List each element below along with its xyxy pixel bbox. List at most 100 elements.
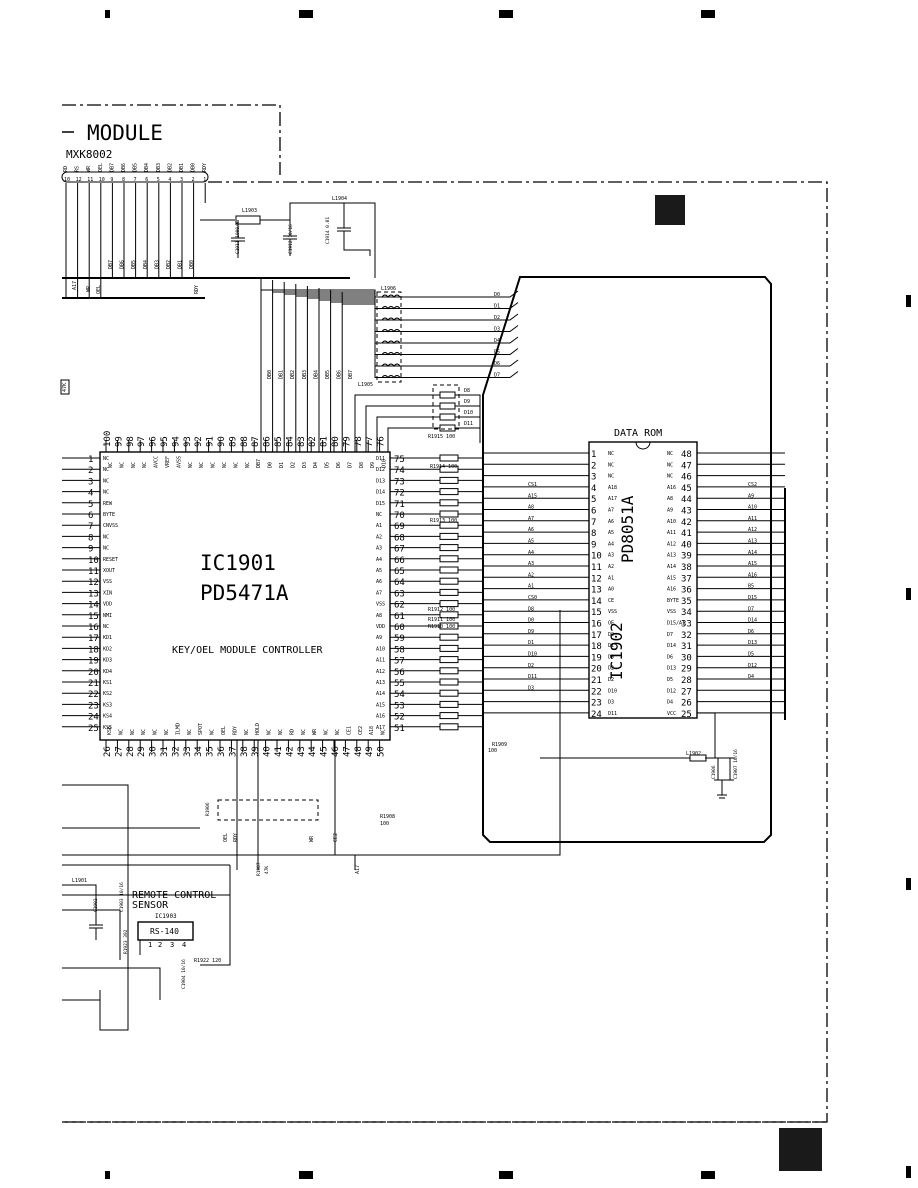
ic1902-left-name: A2 — [608, 564, 614, 570]
ic1901-right-name: A8 — [376, 613, 382, 619]
ic1901-top-name: DB7 — [256, 459, 262, 468]
ic1901-right-pin: 70 — [394, 511, 405, 521]
ic1901-right-pin: 59 — [394, 634, 405, 644]
remote-pin4: 4 — [182, 941, 186, 949]
ic1902-right-name: VCC — [667, 711, 676, 717]
ic1901-right-name: A17 — [376, 725, 385, 731]
ic1901-left-name: KS3 — [103, 702, 112, 708]
connector-pin-number: 11 — [87, 177, 93, 183]
bus-label-lower: DB5 — [325, 370, 331, 379]
ic1901-top-name: NC — [188, 462, 194, 468]
ic1901-top-name: NC — [119, 462, 125, 468]
connector-pin-label: RS — [75, 166, 81, 172]
ic1901-bottom-pin: 50 — [377, 746, 387, 757]
ic1901-top-pin: 94 — [171, 436, 181, 447]
ic1901-bottom-name: NC — [324, 729, 330, 735]
ic1901-left-name: KS1 — [103, 680, 112, 686]
rom-right-signal: D4 — [748, 674, 754, 680]
ic1902-right-pin: 25 — [681, 710, 692, 720]
ic1901-top-pin: 99 — [114, 436, 124, 447]
ic1901-bottom-name: RDY — [232, 726, 238, 735]
section-marker — [655, 195, 685, 225]
remote-pin1: 1 — [148, 941, 152, 949]
ic1901-left-pin: 2 — [88, 466, 93, 476]
connector-labels: RD10RS12WR11OEL10DB79DB68DB57DB46DB35DB2… — [63, 163, 208, 183]
bus-label: DB2 — [166, 260, 172, 269]
ic1901-left-pin: 17 — [88, 634, 99, 644]
ic1901-bottom-pin: 31 — [160, 746, 170, 757]
ic1901-top-pin: 95 — [160, 436, 170, 447]
rom-left-signal: A4 — [528, 550, 534, 556]
ic1901-top-pin: 84 — [285, 436, 295, 447]
ic1901-right-name: A16 — [376, 714, 385, 720]
rom-right-signal: D15 — [748, 595, 757, 601]
d-bus-label: D0 — [494, 292, 500, 298]
ic1901-right-pin: 72 — [394, 489, 405, 499]
ic1901-left-name: XOUT — [103, 568, 115, 574]
bus-label: DB4 — [143, 260, 149, 269]
d-bus-label: D6 — [494, 361, 500, 367]
ic1902-left-pin: 18 — [591, 642, 602, 652]
connector-pin-label: RDY — [202, 163, 208, 172]
ic1902-left-name: VSS — [608, 609, 617, 615]
ic1902-left-pin: 10 — [591, 552, 602, 562]
ic1901-top-name: D8 — [359, 462, 365, 468]
ic1902-right-name: BYTE — [667, 598, 679, 604]
c1903-label: C1903 10/16 — [119, 882, 125, 912]
ic1901-right-pin: 61 — [394, 612, 405, 622]
ic1901-bottom-pin: 42 — [285, 746, 295, 757]
ic1901-right-name: D14 — [376, 490, 385, 496]
ic1902-left-name: D2 — [608, 666, 614, 672]
ic1901-right-pin: 67 — [394, 545, 405, 555]
ic1901-top-pin: 83 — [297, 436, 307, 447]
ic1901-right-pin: 66 — [394, 556, 405, 566]
ic1902-part: PD8051A — [618, 495, 637, 563]
r1907-label: R1907 — [256, 862, 262, 876]
ic1901-top-pin: 97 — [137, 436, 147, 447]
label-wr: WR — [86, 285, 92, 292]
ic1902-right-pin: 43 — [681, 507, 692, 517]
ic1901-top-pin: 88 — [240, 436, 250, 447]
module-part: MXK8002 — [66, 148, 112, 161]
ic1901-top-pin: 79 — [342, 436, 352, 447]
ic1902-right-name: D4 — [667, 700, 673, 706]
connector-pin-label: OEL — [98, 163, 104, 172]
ic1902-right-name: A16 — [667, 485, 676, 491]
ic1901-top-name: NC — [233, 462, 239, 468]
r1909-label: R1909 — [492, 742, 507, 748]
rs140-label: RS-140 — [150, 927, 179, 936]
ic1901-top-pin: 92 — [194, 436, 204, 447]
ic1901-bottom-pin: 49 — [365, 746, 375, 757]
ic1901-right-pin: 55 — [394, 679, 405, 689]
ic1901-right-name: A4 — [376, 557, 382, 563]
connector-pin-number: 1 — [203, 177, 206, 183]
ic1902-right-name: NC — [667, 462, 673, 468]
ic1901-bottom-name: CE1 — [346, 726, 352, 735]
ic1901-right-name: D12 — [376, 467, 385, 473]
ic1902-left-name: D11 — [608, 711, 617, 717]
ic1902-right-pin: 41 — [681, 529, 692, 539]
ic1901-top-pin: 91 — [206, 436, 216, 447]
ic1902-right-name: D15/A1 — [667, 621, 685, 627]
ic1901-right-name: VDD — [376, 624, 385, 630]
ic1901-right-name: A12 — [376, 669, 385, 675]
ic1901-top-name: D2 — [290, 462, 296, 468]
ic1901-top-pin: 77 — [365, 436, 375, 447]
ic1901-right-pin: 69 — [394, 522, 405, 532]
c1906-label: C1906 — [711, 765, 717, 779]
ic1901-bottom-name: NC — [267, 729, 273, 735]
ic1902-right-name: A10 — [667, 519, 676, 525]
ic1902-right-pin: 46 — [681, 473, 692, 483]
ic1901-ref: IC1901 — [200, 551, 276, 575]
label-a17b: A17 — [355, 865, 361, 874]
ic1902-left-name: A17 — [608, 496, 617, 502]
bus-label: DB7 — [108, 260, 114, 269]
ic1901-left-pin: 18 — [88, 645, 99, 655]
ic1902-right-pin: 38 — [681, 563, 692, 573]
ic1901-right-pin: 74 — [394, 466, 405, 476]
ic1901-top-name: NC — [245, 462, 251, 468]
ic1902-left-name: A6 — [608, 519, 614, 525]
ic1902-left-pin: 2 — [591, 461, 596, 471]
d-bus-label: D4 — [494, 338, 500, 344]
ic1901-bottom-pin: 33 — [183, 746, 193, 757]
